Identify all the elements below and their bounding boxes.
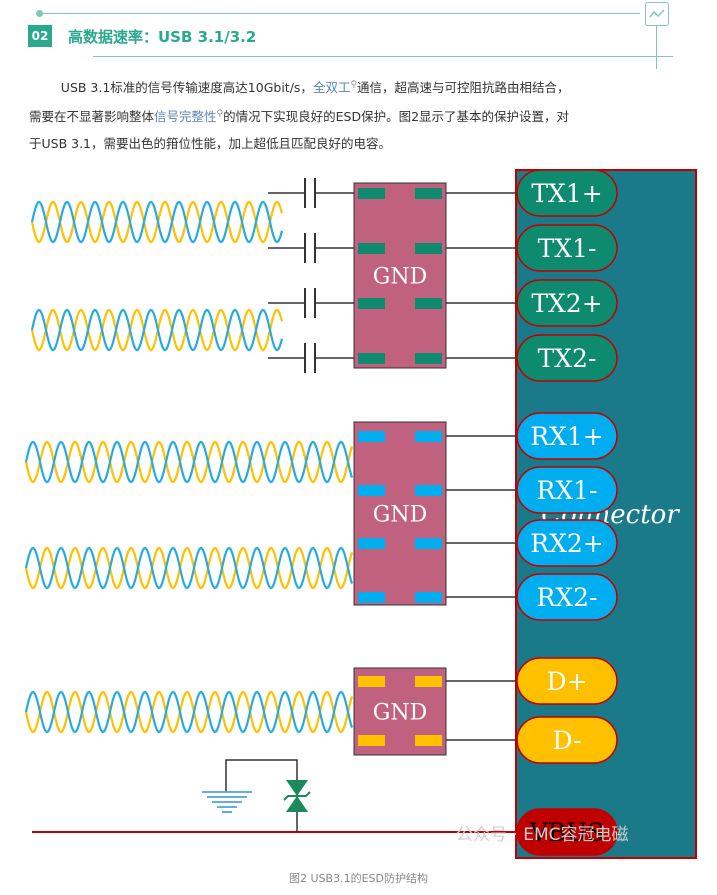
- header-side-rule: [656, 25, 657, 69]
- text-span: 需要在不显著影响整体: [29, 109, 155, 125]
- rx-pin-3: [516, 519, 618, 567]
- gnd-label: GND: [373, 265, 427, 290]
- esd-pad: [358, 243, 385, 254]
- rx-pin-1: [516, 412, 618, 460]
- esd-pad: [358, 538, 385, 549]
- body-paragraph: USB 3.1标准的信号传输速度高达10Gbit/s，全双工⚲通信，超高速与可控…: [29, 72, 693, 157]
- esd-pad: [415, 676, 442, 687]
- esd-pad: [415, 243, 442, 254]
- d-pin-1: [516, 657, 618, 705]
- signal-wires: [268, 178, 520, 741]
- esd-pad: [415, 592, 442, 603]
- ground-icon: [202, 791, 252, 813]
- rx-pin-1-label: RX1+: [530, 422, 603, 451]
- esd-pad: [415, 188, 442, 199]
- text-span: 的情况下实现良好的ESD保护。图2显示了基本的保护设置，对: [223, 109, 570, 125]
- tvs-diode-icon: [283, 780, 311, 812]
- esd-pad: [358, 431, 385, 442]
- d-pin-2-label: D-: [553, 726, 582, 755]
- signal-wave-b: [24, 546, 354, 590]
- paragraph-line-3: 于USB 3.1，需要出色的箝位性能，加上超低且匹配良好的电容。: [29, 136, 392, 152]
- esd-pad: [358, 188, 385, 199]
- search-icon[interactable]: ⚲: [216, 109, 224, 120]
- paragraph-line-2: 需要在不显著影响整体信号完整性⚲的情况下实现良好的ESD保护。图2显示了基本的保…: [29, 101, 693, 130]
- esd-pad: [358, 592, 385, 603]
- rx-pin-2: [516, 466, 618, 514]
- esd-pad: [358, 676, 385, 687]
- rx-pin-2-label: RX1-: [537, 476, 598, 505]
- signal-wave-a: [24, 440, 354, 484]
- connector-pins: TX1+ TX1- TX2+ TX2- RX1+ RX1- RX2+ RX2- D+ D- VBUS: [516, 169, 618, 856]
- esd-pad: [358, 735, 385, 746]
- signal-wave-b: [24, 440, 354, 484]
- search-icon[interactable]: ⚲: [350, 80, 358, 90]
- link-full-duplex[interactable]: 全双工: [312, 80, 351, 96]
- rx-pin-4-label: RX2-: [537, 583, 598, 612]
- esd-pad: [415, 485, 442, 496]
- tx-pin-4-label: TX2-: [538, 344, 597, 373]
- tvs-ground-circuit: [32, 759, 516, 833]
- tx-pin-2: [516, 224, 618, 272]
- tx-pin-1: [516, 169, 618, 217]
- signal-wave-b: [24, 690, 354, 734]
- chart-icon[interactable]: [645, 2, 669, 26]
- gnd-label: GND: [373, 701, 427, 726]
- signal-wave-b: [30, 308, 284, 352]
- esd-pad: [358, 485, 385, 496]
- header-dot: [36, 10, 43, 17]
- tx-pin-3: [516, 279, 618, 327]
- watermark: 公众号 · EMC容冠电磁: [456, 825, 629, 845]
- signal-wave-a: [24, 690, 354, 734]
- tx-pin-1-label: TX1+: [531, 179, 602, 208]
- esd-blocks: GND GND GND: [353, 182, 447, 756]
- rx-pin-4: [516, 573, 618, 621]
- text-span: USB 3.1标准的信号传输速度高达10Gbit/s，: [60, 80, 313, 96]
- link-signal-integrity[interactable]: 信号完整性: [154, 109, 217, 125]
- d-pin-1-label: D+: [547, 667, 588, 696]
- esd-pad: [358, 353, 385, 364]
- tx-pin-2-label: TX1-: [538, 234, 597, 263]
- esd-pad: [415, 431, 442, 442]
- esd-pad: [415, 298, 442, 309]
- esd-pad: [358, 298, 385, 309]
- section-number-badge: 02: [28, 25, 52, 47]
- signal-waves: [24, 200, 354, 734]
- text-span: 通信，超高速与可控阻抗路由相结合，: [357, 80, 570, 96]
- rx-pin-3-label: RX2+: [530, 529, 603, 558]
- section-title: 高数据速率：USB 3.1/3.2: [68, 28, 257, 46]
- tx-pin-4: [516, 334, 618, 382]
- paragraph-line-1: USB 3.1标准的信号传输速度高达10Gbit/s，全双工⚲通信，超高速与可控…: [29, 72, 693, 101]
- esd-pad: [415, 538, 442, 549]
- tx-pin-3-label: TX2+: [531, 289, 602, 318]
- vbus-pin: [516, 808, 618, 856]
- figure-caption: 图2 USB3.1的ESD防护结构: [289, 872, 428, 885]
- gnd-label: GND: [373, 503, 427, 528]
- esd-pad: [415, 353, 442, 364]
- header-top-rule: [40, 13, 640, 14]
- d-pin-2: [516, 716, 618, 764]
- rx-esd-block: [353, 421, 447, 606]
- ground-wire: [225, 759, 298, 832]
- header-bottom-rule: [93, 56, 673, 57]
- tx-esd-block: [353, 182, 447, 369]
- vbus-pin-label: VBUS: [529, 818, 605, 847]
- esd-pad: [415, 735, 442, 746]
- signal-wave-b: [30, 200, 284, 244]
- signal-wave-a: [24, 546, 354, 590]
